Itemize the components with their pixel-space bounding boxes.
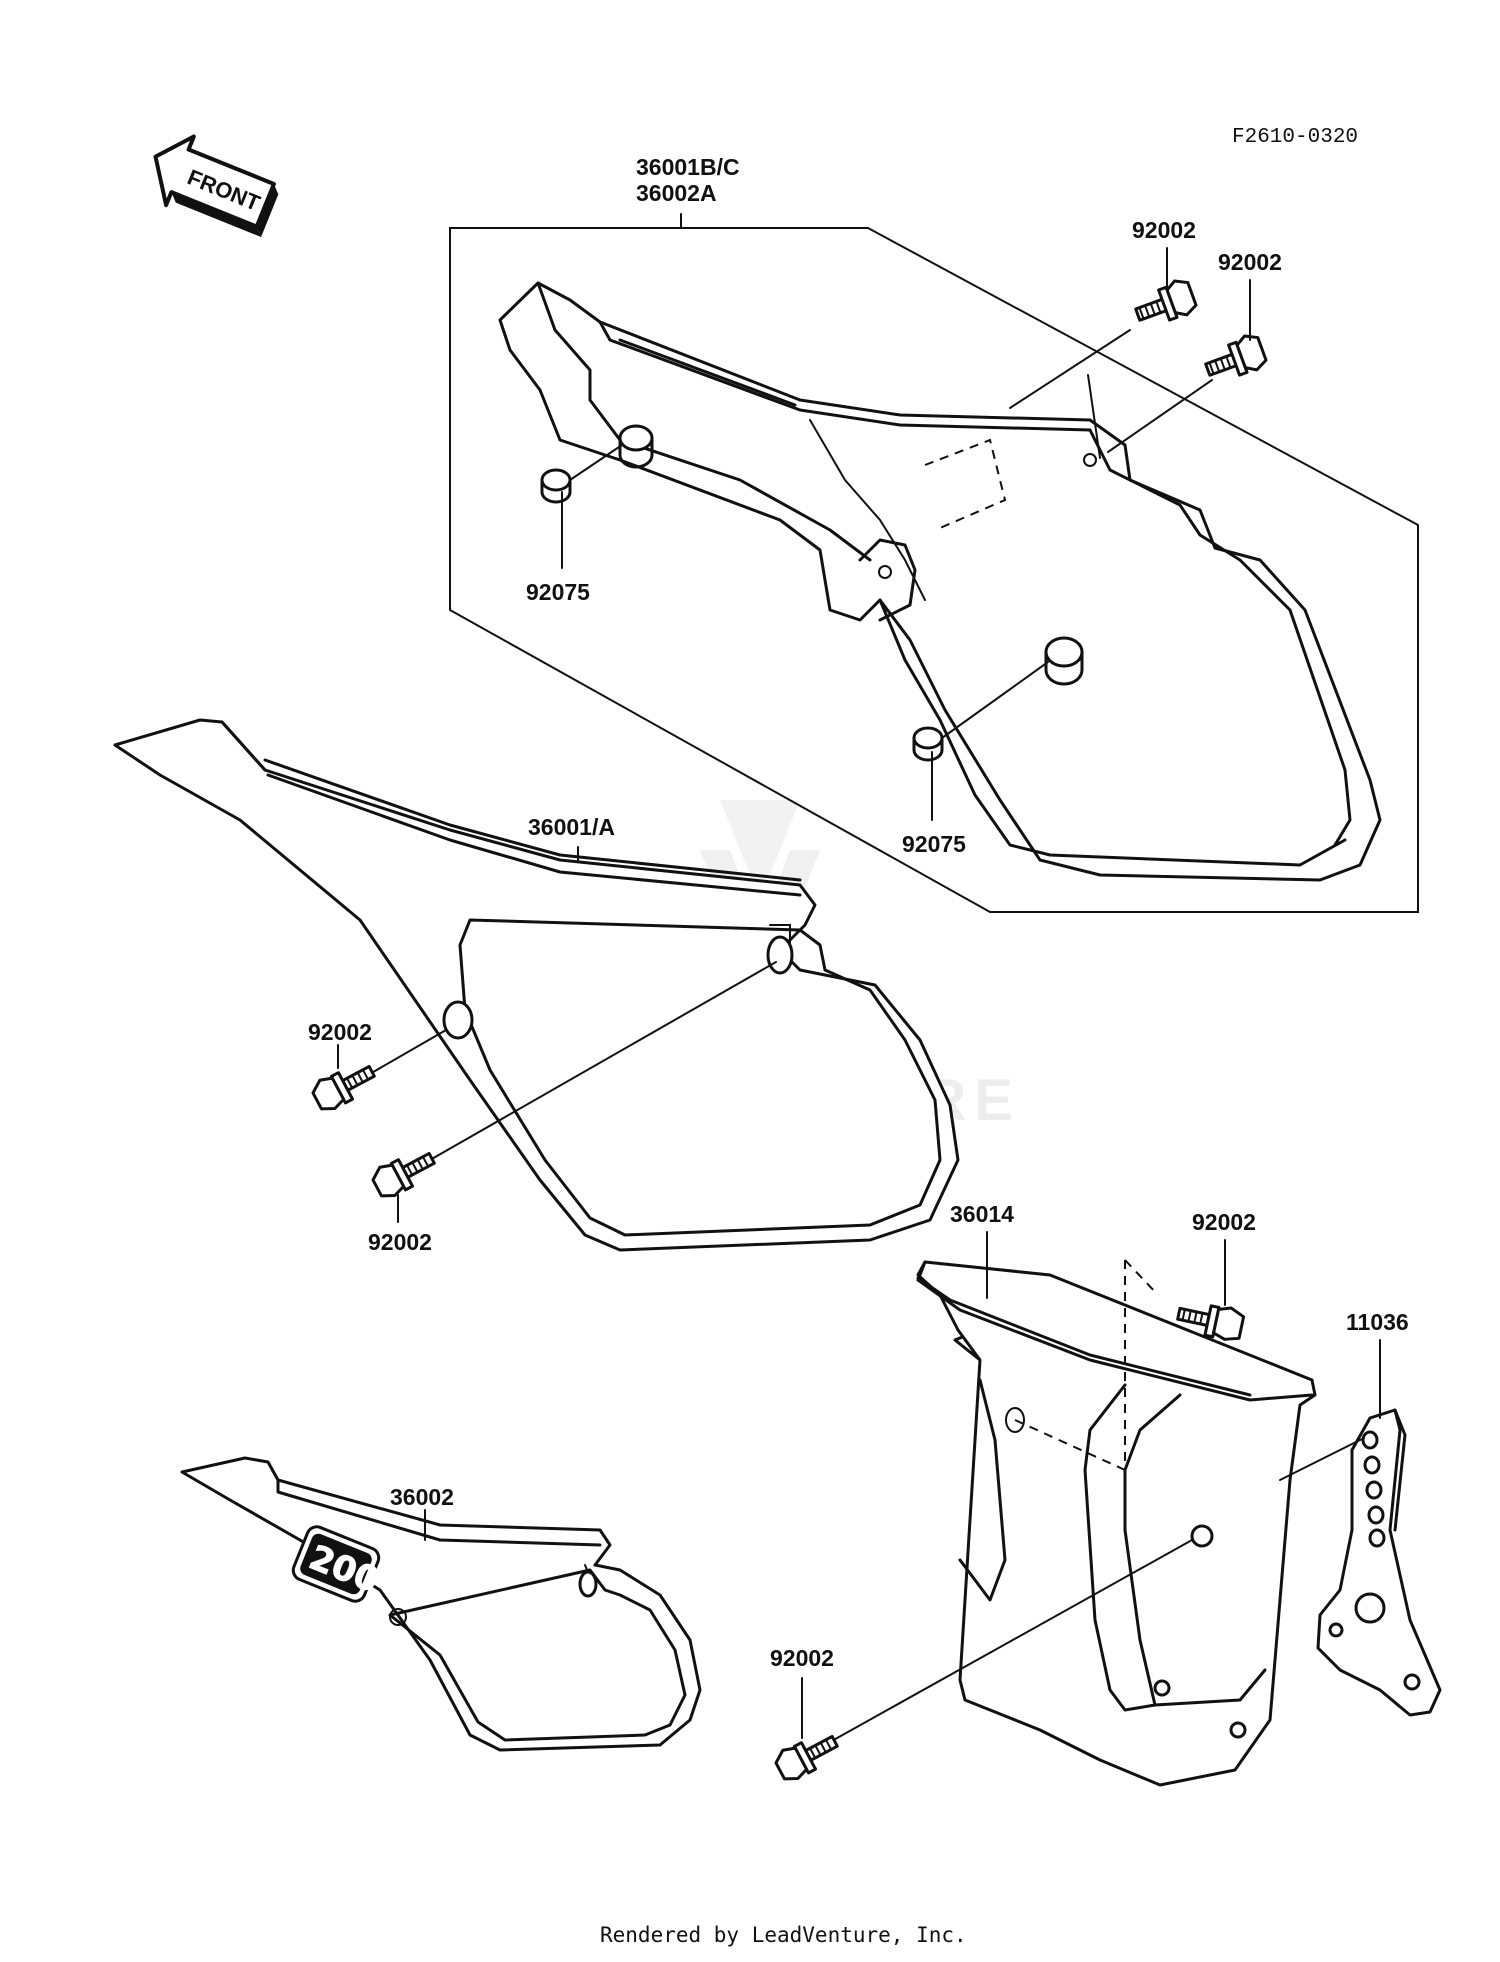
rear-cover-36014 bbox=[916, 1259, 1317, 1787]
bolt-rear-top-icon bbox=[1176, 1304, 1246, 1341]
top-assembly-frame bbox=[449, 213, 1419, 913]
front-arrow-icon: FRONT bbox=[153, 134, 279, 238]
label-92002-rear-top: 92002 bbox=[1192, 1209, 1256, 1235]
label-92002-left-2: 92002 bbox=[368, 1229, 432, 1255]
side-cover-inner bbox=[498, 281, 1382, 882]
label-11036: 11036 bbox=[1346, 1309, 1409, 1335]
bolt-left-1-icon bbox=[311, 1065, 376, 1111]
label-92075-left: 92075 bbox=[526, 579, 590, 605]
label-92002-rear-bottom: 92002 bbox=[770, 1645, 834, 1671]
bolt-top-1-icon bbox=[1134, 279, 1198, 322]
bolt-left-2-icon bbox=[371, 1152, 436, 1198]
badge-200: 200 bbox=[291, 1525, 385, 1603]
side-cover-36001a bbox=[113, 718, 960, 1252]
label-92075-right: 92075 bbox=[902, 831, 966, 857]
label-92002-top-2: 92002 bbox=[1218, 249, 1282, 275]
label-92002-top-1: 92002 bbox=[1132, 217, 1196, 243]
label-36002a: 36002A bbox=[636, 180, 717, 206]
ref-code: F2610-0320 bbox=[1232, 126, 1358, 149]
footer-credit: Rendered by LeadVenture, Inc. bbox=[600, 1923, 967, 1947]
washer-left-icon bbox=[442, 1000, 474, 1040]
label-36001a: 36001/A bbox=[528, 814, 615, 840]
bolt-rear-bottom-icon bbox=[774, 1735, 839, 1781]
side-cover-36002: 200 bbox=[180, 1456, 702, 1752]
grommet-top-left bbox=[540, 424, 654, 504]
label-92002-left-1: 92002 bbox=[308, 1019, 372, 1045]
label-36001bc: 36001B/C bbox=[636, 154, 740, 180]
label-36014: 36014 bbox=[950, 1201, 1014, 1227]
label-36002: 36002 bbox=[390, 1484, 454, 1510]
bolt-top-2-icon bbox=[1204, 334, 1268, 377]
bracket-11036 bbox=[1316, 1408, 1442, 1717]
